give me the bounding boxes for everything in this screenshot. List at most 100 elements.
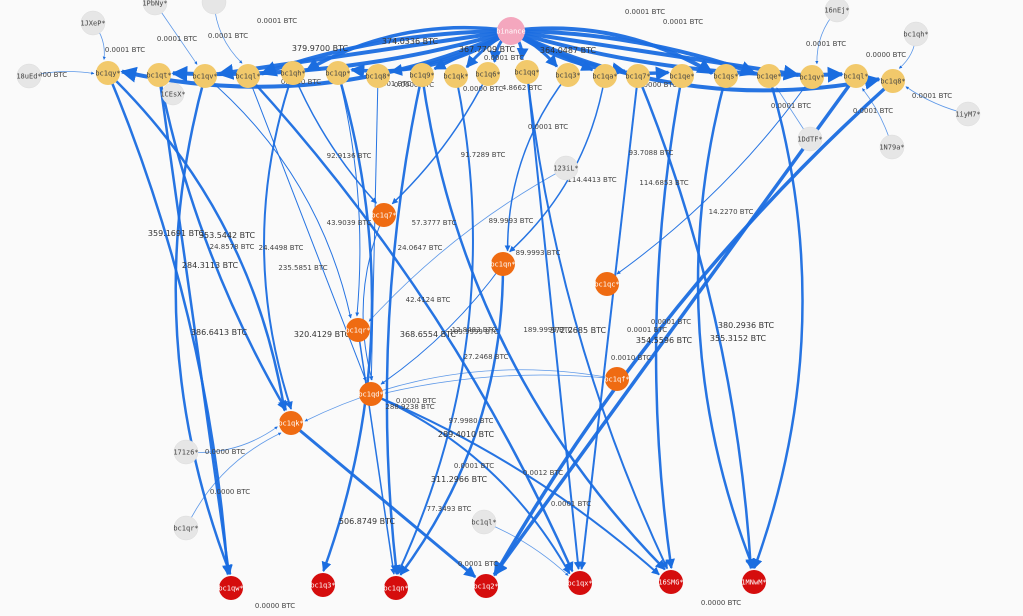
node-circle[interactable]: [881, 69, 905, 93]
edge-bc1q8b-to-r_bc1q2[interactable]: [493, 79, 895, 577]
node-circle[interactable]: [742, 570, 766, 594]
node-circle[interactable]: [824, 0, 850, 23]
edge-bc1ql1-to-o_bc1qd[interactable]: [247, 75, 367, 382]
node-circle[interactable]: [497, 17, 525, 45]
edge-bc1qv-to-r_bc1qw[interactable]: [174, 75, 232, 575]
node-circle[interactable]: [161, 82, 185, 106]
node-o_bc1qf[interactable]: bc1qf*: [604, 367, 630, 391]
node-r_bc1qx[interactable]: bc1qx*: [567, 571, 593, 595]
edge-bc1ql1-to-r_bc1qx[interactable]: [247, 75, 574, 573]
edge-bc1q9-to-r_bc1qn[interactable]: [385, 74, 424, 576]
node-g_123il[interactable]: 123iL*: [553, 155, 579, 181]
edge-o_bc1qf-to-o_bc1qd[interactable]: [384, 374, 618, 395]
edge-o_bc1qn-to-r_bc1qn[interactable]: [399, 263, 505, 576]
node-bc1q6[interactable]: bc1q6*: [475, 62, 501, 86]
edge-bc1qy-to-r_bc1qw[interactable]: [106, 72, 233, 576]
edge-o_bc1qf-to-o_bc1qk[interactable]: [304, 369, 618, 422]
edge-bc1qh-to-o_bc1qk[interactable]: [263, 72, 294, 410]
node-circle[interactable]: [173, 439, 199, 465]
node-circle[interactable]: [311, 573, 335, 597]
edge-bc1qv-to-o_bc1qr[interactable]: [204, 75, 352, 319]
node-g_bc1qr[interactable]: bc1qr*: [173, 515, 199, 541]
node-circle[interactable]: [670, 64, 694, 88]
node-circle[interactable]: [366, 64, 390, 88]
node-circle[interactable]: [659, 570, 683, 594]
edge-bc1q7-to-r_bc1qx[interactable]: [578, 75, 639, 570]
node-circle[interactable]: [471, 509, 497, 535]
node-circle[interactable]: [384, 576, 408, 600]
edge-g_bc1qr-to-o_bc1qk[interactable]: [185, 432, 282, 529]
node-circle[interactable]: [476, 62, 500, 86]
node-r_bc1q2[interactable]: bc1q2*: [473, 574, 499, 598]
edge-bc1qe-to-r_16smg[interactable]: [654, 75, 684, 569]
node-bc1qv2[interactable]: bc1qv*: [799, 65, 825, 89]
node-circle[interactable]: [568, 571, 592, 595]
node-o_bc1qn[interactable]: bc1qn*: [490, 252, 516, 276]
node-bc1qq[interactable]: bc1qq*: [514, 60, 540, 84]
node-circle[interactable]: [281, 61, 305, 85]
node-circle[interactable]: [16, 63, 42, 89]
node-r_16smg[interactable]: 16SMG*: [658, 570, 684, 594]
edge-o_bc1q7-to-o_bc1qd[interactable]: [362, 214, 385, 381]
node-circle[interactable]: [410, 63, 434, 87]
edge-bc1q6-to-o_bc1q7[interactable]: [391, 73, 489, 205]
node-bc1q8a[interactable]: bc1q8*: [365, 64, 391, 88]
node-bc1qk[interactable]: bc1qk*: [443, 64, 469, 88]
edge-bc1qm-to-r_1mnw[interactable]: [752, 75, 804, 569]
edge-binance-to-bc1q8b[interactable]: [510, 29, 881, 93]
edge-bc1qt-to-r_bc1qw[interactable]: [157, 74, 233, 576]
node-g_1ddtf[interactable]: 1DdTF*: [797, 126, 823, 152]
node-circle[interactable]: [346, 318, 370, 342]
edge-bc1qq-to-r_16smg[interactable]: [526, 71, 669, 570]
node-circle[interactable]: [605, 367, 629, 391]
node-g_1pbny[interactable]: 1PbNy*: [142, 0, 168, 16]
node-circle[interactable]: [96, 61, 120, 85]
node-r_1mnw[interactable]: 1MNwM*: [741, 570, 767, 594]
node-g_top1[interactable]: [201, 0, 227, 15]
node-o_bc1qd[interactable]: bc1qd*: [358, 382, 384, 406]
node-bc1q3[interactable]: bc1q3*: [555, 63, 581, 87]
edge-bc1qt-to-o_bc1qk[interactable]: [157, 74, 288, 411]
node-r_bc1qw[interactable]: bc1qw*: [218, 576, 244, 600]
edge-binance-to-bc1qh[interactable]: [305, 25, 512, 72]
node-circle[interactable]: [879, 134, 905, 160]
node-circle[interactable]: [757, 64, 781, 88]
node-circle[interactable]: [444, 64, 468, 88]
node-circle[interactable]: [844, 64, 868, 88]
edge-bc1qp-to-o_bc1qr[interactable]: [337, 72, 361, 317]
node-circle[interactable]: [201, 0, 227, 15]
node-circle[interactable]: [326, 61, 350, 85]
node-r_bc1qn[interactable]: bc1qn*: [383, 576, 409, 600]
edge-g_171z6-to-o_bc1qk[interactable]: [185, 426, 278, 453]
node-g_18ued[interactable]: 18uEd*: [16, 63, 42, 89]
node-bc1qt[interactable]: bc1qt*: [146, 63, 172, 87]
node-circle[interactable]: [80, 10, 106, 36]
edge-bc1q7-to-r_1mnw[interactable]: [636, 75, 756, 570]
node-r_bc1q3[interactable]: bc1q3*: [310, 573, 336, 597]
edge-bc1qy-to-o_bc1qk[interactable]: [107, 72, 288, 412]
edge-bc1qs-to-r_1mnw[interactable]: [696, 75, 755, 569]
node-g_bc1qh[interactable]: bc1qh*: [903, 21, 929, 47]
node-circle[interactable]: [147, 63, 171, 87]
edge-bc1q9-to-r_16smg[interactable]: [420, 74, 666, 571]
node-circle[interactable]: [797, 126, 823, 152]
node-circle[interactable]: [173, 515, 199, 541]
node-circle[interactable]: [714, 64, 738, 88]
node-g_1jxep[interactable]: 1JXeP*: [80, 10, 106, 36]
node-circle[interactable]: [193, 64, 217, 88]
edge-o_bc1qd-to-r_16smg[interactable]: [370, 393, 660, 576]
edge-bc1qp-to-r_bc1q3[interactable]: [321, 72, 374, 572]
edge-binance-to-bc1qs[interactable]: [510, 26, 714, 75]
node-circle[interactable]: [903, 21, 929, 47]
node-circle[interactable]: [556, 63, 580, 87]
node-circle[interactable]: [593, 64, 617, 88]
node-circle[interactable]: [219, 576, 243, 600]
edge-bc1q3-to-o_bc1qn[interactable]: [504, 74, 569, 252]
edge-o_bc1qd-to-r_bc1qx[interactable]: [370, 393, 571, 575]
edge-bc1qq-to-r_bc1qx[interactable]: [526, 71, 582, 570]
node-g_bc1ql[interactable]: bc1ql*: [471, 509, 497, 535]
edge-bc1qv2-to-o_bc1qc[interactable]: [616, 76, 813, 275]
node-circle[interactable]: [359, 382, 383, 406]
node-circle[interactable]: [626, 64, 650, 88]
node-circle[interactable]: [955, 101, 981, 127]
